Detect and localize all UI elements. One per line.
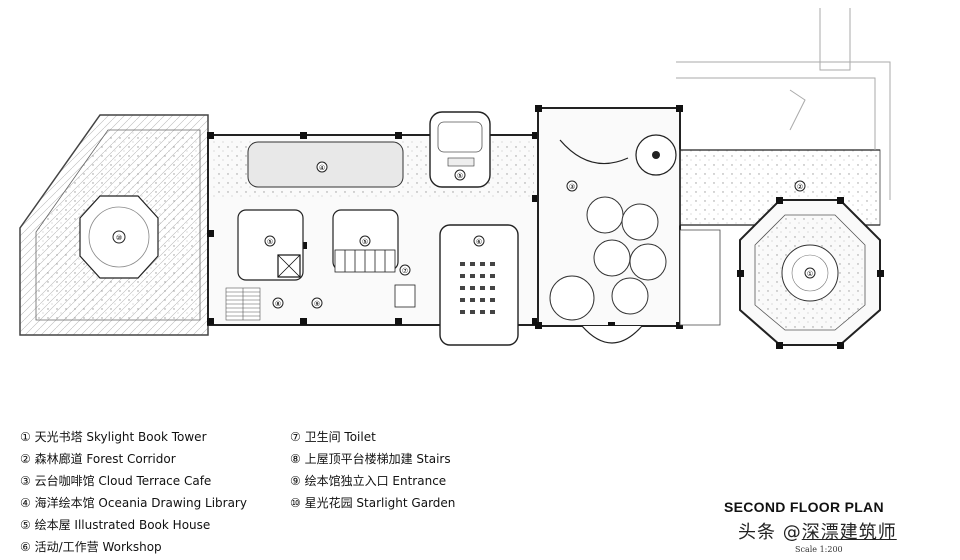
svg-text:⑧: ⑧ bbox=[275, 300, 281, 308]
svg-text:②: ② bbox=[797, 183, 803, 191]
legend-item: ② 森林廊道 Forest Corridor bbox=[20, 452, 176, 466]
svg-text:⑤: ⑤ bbox=[457, 172, 463, 180]
svg-text:①: ① bbox=[807, 270, 813, 278]
plan-title: SECOND FLOOR PLAN bbox=[724, 499, 884, 515]
book-house-top-bay: ⑤ bbox=[429, 111, 491, 188]
cafe-bay-window bbox=[581, 325, 643, 344]
svg-text:⑥: ⑥ bbox=[476, 238, 482, 246]
main-block: ④ ⑤ ⑤ ⑧ ⑨ bbox=[207, 132, 539, 346]
svg-text:③: ③ bbox=[569, 183, 575, 191]
legend-item: ③ 云台咖啡馆 Cloud Terrace Cafe bbox=[20, 474, 212, 488]
legend-column-left: ① 天光书塔 Skylight Book Tower ② 森林廊道 Forest… bbox=[20, 426, 247, 558]
skylight-book-tower: ① bbox=[737, 197, 884, 349]
floor-plan-drawing: ⑩ ④ ⑤ ⑤ ⑧ bbox=[19, 8, 891, 349]
svg-text:⑨: ⑨ bbox=[314, 300, 320, 308]
workshop-room bbox=[439, 224, 519, 346]
svg-text:⑩: ⑩ bbox=[116, 234, 122, 242]
svg-text:⑦: ⑦ bbox=[402, 267, 408, 275]
legend-column-right: ⑦ 卫生间 Toilet ⑧ 上屋顶平台楼梯加建 Stairs ⑨ 绘本馆独立入… bbox=[290, 426, 455, 514]
legend-item: ⑦ 卫生间 Toilet bbox=[290, 430, 376, 444]
toilets bbox=[334, 249, 416, 308]
scale-label: Scale 1:200 bbox=[795, 545, 843, 554]
legend-item: ⑨ 绘本馆独立入口 Entrance bbox=[290, 474, 447, 488]
cloud-terrace-cafe: ③ bbox=[535, 105, 683, 344]
legend-item: ⑧ 上屋顶平台楼梯加建 Stairs bbox=[290, 452, 451, 466]
legend-item: ① 天光书塔 Skylight Book Tower bbox=[20, 430, 207, 444]
legend-item: ⑥ 活动/工作营 Workshop bbox=[20, 540, 162, 554]
legend-item: ⑩ 星光花园 Starlight Garden bbox=[290, 496, 456, 510]
legend-item: ④ 海洋绘本馆 Oceania Drawing Library bbox=[20, 496, 247, 510]
svg-text:⑤: ⑤ bbox=[267, 238, 273, 246]
legend-item: ⑤ 绘本屋 Illustrated Book House bbox=[20, 518, 211, 532]
rooftop-stairs bbox=[225, 287, 261, 321]
watermark: 头条 @深漂建筑师 bbox=[738, 522, 897, 543]
starlight-garden: ⑩ bbox=[19, 114, 209, 336]
svg-text:⑤: ⑤ bbox=[362, 238, 368, 246]
svg-text:④: ④ bbox=[319, 164, 325, 172]
site-context-lines bbox=[676, 8, 891, 200]
